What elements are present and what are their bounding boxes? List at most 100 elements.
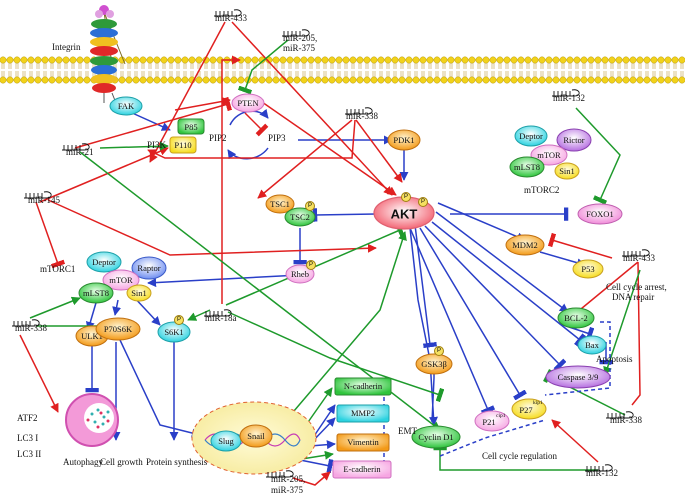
lipid-head: [349, 76, 357, 84]
mdm2-node[interactable]: [505, 234, 545, 256]
lipid-tail: [302, 63, 306, 69]
lipid-tail: [519, 71, 523, 77]
lipid-head: [538, 56, 546, 64]
snail-label: Snail: [247, 431, 265, 441]
lipid-tail: [582, 71, 586, 77]
sin1-mtorc2[interactable]: [554, 162, 580, 180]
lipid-tail: [127, 63, 131, 69]
p53-node[interactable]: [572, 259, 604, 279]
edge-fak-pi3k: [129, 111, 171, 131]
p110-node[interactable]: [169, 136, 197, 154]
lipid-tail: [120, 71, 124, 77]
p21-label: P21: [482, 417, 495, 427]
lipid-tail: [603, 71, 607, 77]
ecad-node[interactable]: [332, 460, 392, 479]
lipid-head: [209, 56, 217, 64]
lipid-head: [545, 76, 553, 84]
rictor-label: Rictor: [563, 135, 584, 145]
rictor-node[interactable]: [556, 128, 592, 152]
ncad-node[interactable]: [334, 377, 392, 396]
lipid-head: [20, 76, 28, 84]
lipid-head: [426, 76, 434, 84]
foxo1-node[interactable]: [577, 203, 623, 225]
edge-akt-bax: [431, 221, 586, 347]
mlst8-mtorc1[interactable]: [78, 282, 114, 304]
tsc2-node[interactable]: [284, 207, 316, 227]
p27-node[interactable]: [511, 398, 547, 420]
mlst8-mtorc2[interactable]: [509, 156, 545, 178]
bax-node[interactable]: [577, 335, 607, 355]
snail-node[interactable]: [239, 424, 273, 448]
s6k1-node[interactable]: [157, 321, 191, 343]
pten-node[interactable]: [231, 93, 265, 113]
slug-node[interactable]: [210, 430, 242, 452]
s6k1-phospho: [174, 315, 184, 325]
lipid-head: [76, 76, 84, 84]
nodes: FAK P85 P110 PI3K PTEN PIP2 PIP3 PDK1 De…: [40, 93, 623, 479]
lipid-tail: [561, 71, 565, 77]
tsc2-phospho-label: P: [308, 203, 312, 209]
tsc1-node[interactable]: [265, 194, 295, 214]
lipid-head: [608, 76, 616, 84]
lipid-tail: [568, 63, 572, 69]
lipid-head: [0, 76, 7, 84]
lipid-head: [482, 56, 490, 64]
mirna-glyphs: [12, 9, 650, 478]
vim-node[interactable]: [336, 433, 390, 452]
lipid-head: [321, 56, 329, 64]
mir338-right-label: miR-338: [610, 415, 643, 425]
lipid-tail: [491, 63, 495, 69]
p85-node[interactable]: [177, 118, 205, 135]
lipid-head: [377, 76, 385, 84]
lipid-tail: [288, 63, 292, 69]
sin1-mtorc1[interactable]: [126, 284, 152, 302]
lipid-tail: [498, 71, 502, 77]
lipid-head: [300, 56, 308, 64]
mmp2-node[interactable]: [336, 404, 390, 423]
bcl2-node[interactable]: [557, 307, 595, 329]
fak-node[interactable]: [109, 96, 143, 116]
lipid-tail: [309, 71, 313, 77]
mlst8-mtorc1-label: mLST8: [83, 288, 109, 298]
lipid-tail: [526, 63, 530, 69]
lipid-tail: [134, 71, 138, 77]
raptor-node[interactable]: [131, 256, 167, 280]
cyclind1-node[interactable]: [411, 425, 461, 449]
lipid-head: [377, 56, 385, 64]
mtor-mtorc1[interactable]: [102, 269, 140, 291]
lipid-tail: [344, 71, 348, 77]
lipid-tail: [407, 63, 411, 69]
lipid-head: [181, 76, 189, 84]
p21-node[interactable]: [474, 410, 510, 432]
lipid-head: [209, 76, 217, 84]
rheb-node[interactable]: [285, 264, 315, 284]
mirna-hairpin-icon: [345, 107, 373, 115]
lipid-tail: [190, 71, 194, 77]
lipid-tail: [330, 63, 334, 69]
lipid-head: [167, 56, 175, 64]
akt-label: AKT: [391, 207, 418, 222]
lipid-tail: [631, 63, 635, 69]
caspase-node[interactable]: [545, 365, 611, 389]
lipid-tail: [274, 71, 278, 77]
lipid-tail: [232, 71, 236, 77]
lipid-tail: [365, 63, 369, 69]
deptor-mtorc2[interactable]: [514, 125, 548, 147]
edge-mir205b-ecad: [292, 471, 331, 486]
p70s6k-node[interactable]: [95, 317, 141, 341]
lipid-head: [20, 56, 28, 64]
lipid-head: [6, 76, 14, 84]
edge-mir21-pten: [74, 96, 233, 149]
lipid-tail: [470, 63, 474, 69]
lipid-head: [153, 56, 161, 64]
deptor-mtorc1[interactable]: [86, 251, 122, 273]
lipid-tail: [680, 63, 684, 69]
lipid-tail: [169, 63, 173, 69]
lipid-head: [524, 76, 532, 84]
pdk1-node[interactable]: [387, 129, 421, 151]
gsk3b-node[interactable]: [415, 353, 453, 375]
lipid-head: [629, 76, 637, 84]
lipid-tail: [337, 63, 341, 69]
lipid-head: [615, 76, 623, 84]
lipid-head: [559, 56, 567, 64]
